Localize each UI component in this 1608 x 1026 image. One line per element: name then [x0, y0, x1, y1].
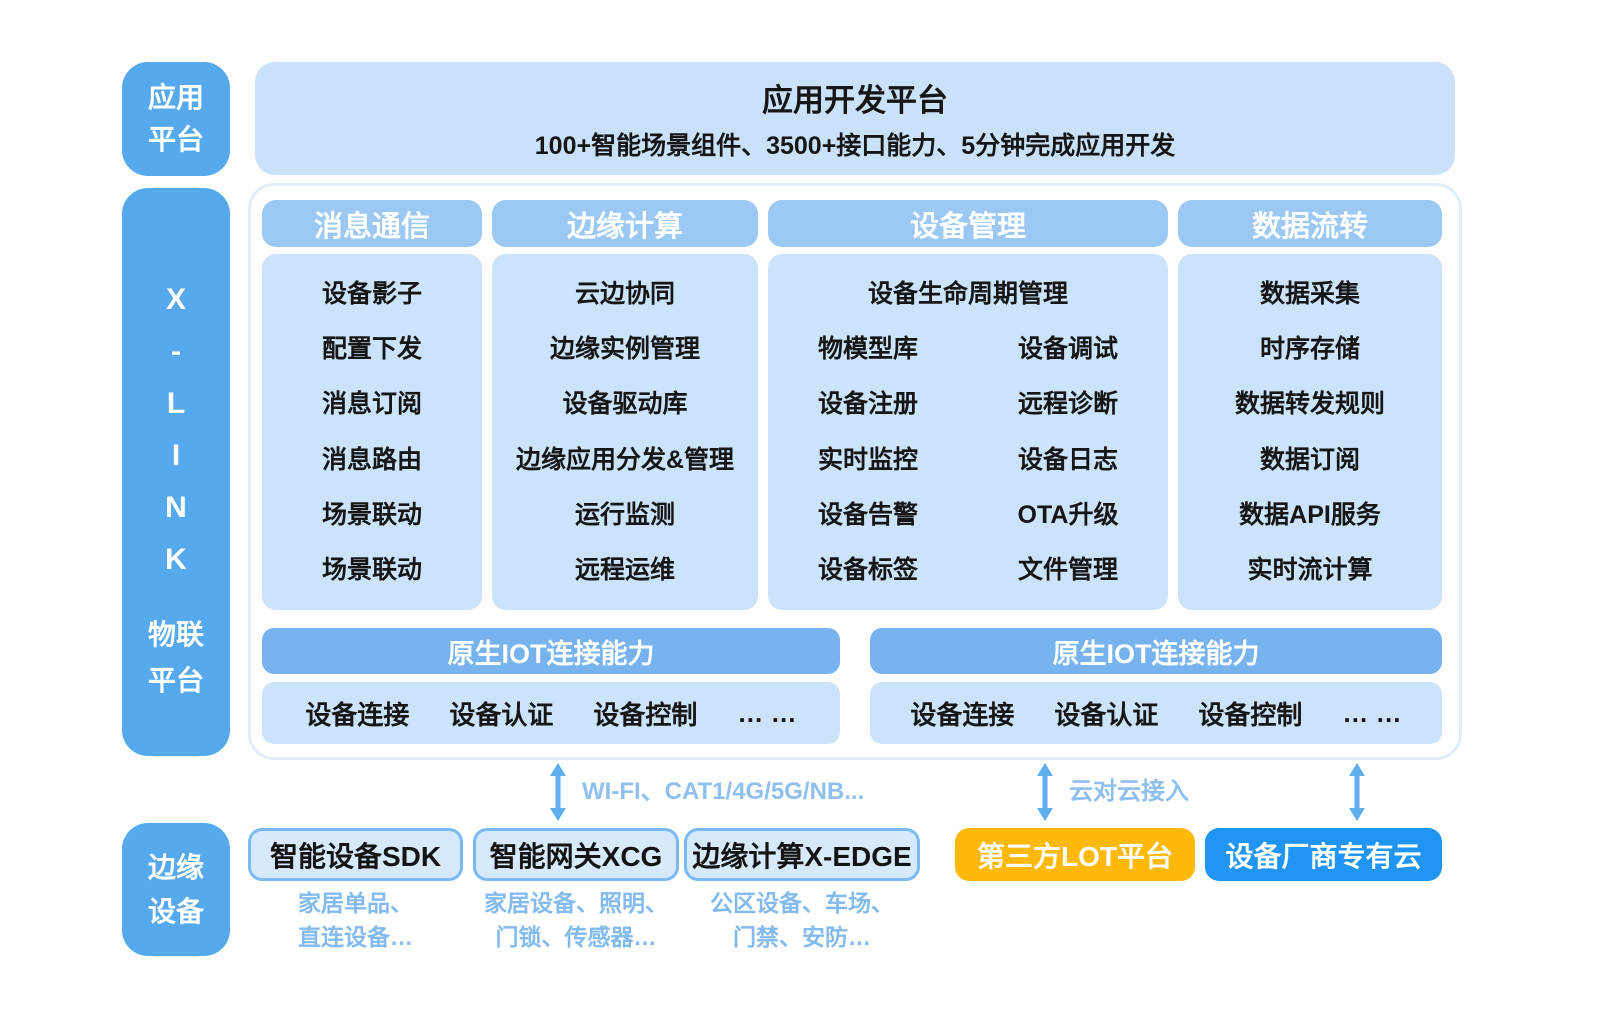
- xlink-letter: I: [171, 439, 181, 472]
- feature-item: 数据订阅: [1259, 445, 1360, 474]
- feature-item: 数据转发规则: [1234, 390, 1385, 419]
- device-caption-gateway: 家居设备、照明、 门锁、传感器…: [473, 886, 679, 954]
- iot-item: 设备认证: [1054, 699, 1159, 730]
- column-header-data: 数据流转: [1178, 200, 1442, 247]
- iot-item: 设备控制: [1198, 699, 1303, 730]
- iot-capability-group-right: 原生IOT连接能力 设备连接 设备认证 设备控制 … …: [870, 628, 1442, 744]
- column-header-message: 消息通信: [262, 200, 482, 247]
- xlink-platform-container: 消息通信 设备影子 配置下发 消息订阅 消息路由 场景联动 场景联动 边缘计算 …: [248, 183, 1462, 760]
- iot-bar-items: 设备连接 设备认证 设备控制 … …: [262, 682, 840, 744]
- rail-xlink-name-line1: 物联: [147, 619, 204, 650]
- feature-item: 云边协同: [574, 280, 675, 309]
- iot-item: 设备认证: [449, 699, 554, 730]
- xlink-letter: N: [165, 491, 187, 524]
- feature-item: 消息路由: [321, 445, 422, 474]
- connection-label-wifi: WI-FI、CAT1/4G/5G/NB...: [582, 778, 865, 805]
- banner-title: 应用开发平台: [762, 83, 948, 118]
- column-device-management: 设备管理 设备生命周期管理 物模型库 设备调试 设备注册 远程诊断 实时监控 设…: [768, 200, 1168, 610]
- updown-arrow-icon: [1349, 763, 1365, 821]
- feature-item: 消息订阅: [321, 390, 422, 419]
- feature-row: 设备标签 文件管理: [768, 555, 1168, 585]
- updown-arrow-icon: [1037, 763, 1053, 821]
- feature-row: 物模型库 设备调试: [768, 334, 1168, 364]
- rail-xlink-name: 物联 平台: [148, 612, 204, 704]
- feature-item: 边缘实例管理: [549, 335, 700, 364]
- caption-line: 直连设备…: [298, 924, 413, 950]
- xlink-letter: -: [171, 335, 181, 368]
- rail-app-line2: 平台: [147, 124, 204, 155]
- feature-row: 设备注册 远程诊断: [768, 389, 1168, 419]
- feature-item: 远程运维: [574, 555, 675, 584]
- feature-row: 实时监控 设备日志: [768, 445, 1168, 475]
- feature-item: 设备标签: [817, 555, 918, 584]
- iot-item: 设备连接: [305, 699, 410, 730]
- feature-item: 物模型库: [817, 335, 918, 364]
- iot-capability-group-left: 原生IOT连接能力 设备连接 设备认证 设备控制 … …: [262, 628, 840, 744]
- xlink-letter: K: [165, 543, 187, 576]
- feature-item: 设备注册: [817, 390, 918, 419]
- iot-bar-items: 设备连接 设备认证 设备控制 … …: [870, 682, 1442, 744]
- column-panel-edge: 云边协同 边缘实例管理 设备驱动库 边缘应用分发&管理 运行监测 远程运维: [492, 254, 758, 610]
- feature-item: 远程诊断: [1017, 390, 1118, 419]
- iot-item-ellipsis: … …: [1342, 697, 1402, 728]
- device-caption-sdk: 家居单品、 直连设备…: [248, 886, 463, 954]
- column-edge-computing: 边缘计算 云边协同 边缘实例管理 设备驱动库 边缘应用分发&管理 运行监测 远程…: [492, 200, 758, 610]
- updown-arrow-icon: [550, 763, 566, 821]
- device-caption-x-edge: 公区设备、车场、 门禁、安防…: [684, 886, 920, 954]
- feature-item: 场景联动: [321, 555, 422, 584]
- feature-item: 设备告警: [817, 500, 918, 529]
- feature-item: 运行监测: [574, 500, 675, 529]
- connection-label-cloud: 云对云接入: [1069, 778, 1189, 805]
- feature-item: 实时流计算: [1247, 555, 1373, 584]
- column-panel-data: 数据采集 时序存储 数据转发规则 数据订阅 数据API服务 实时流计算: [1178, 254, 1442, 610]
- feature-item: 设备日志: [1017, 445, 1118, 474]
- feature-item: 设备影子: [321, 280, 422, 309]
- caption-line: 门锁、传感器…: [495, 924, 657, 950]
- xlink-letter: X: [165, 283, 186, 316]
- column-message-communication: 消息通信 设备影子 配置下发 消息订阅 消息路由 场景联动 场景联动: [262, 200, 482, 610]
- iot-bar-header: 原生IOT连接能力: [262, 628, 840, 674]
- iot-bar-header: 原生IOT连接能力: [870, 628, 1442, 674]
- feature-item: 设备调试: [1017, 335, 1118, 364]
- caption-line: 家居单品、: [298, 890, 413, 916]
- feature-item: 场景联动: [321, 500, 422, 529]
- caption-line: 门禁、安防…: [733, 924, 871, 950]
- rail-edge-line1: 边缘: [147, 851, 204, 883]
- rail-xlink-name-line2: 平台: [147, 665, 204, 696]
- device-box-thirdparty-lot: 第三方LOT平台: [955, 828, 1195, 881]
- feature-item: 设备生命周期管理: [867, 280, 1068, 309]
- column-header-device: 设备管理: [768, 200, 1168, 247]
- caption-line: 公区设备、车场、: [710, 890, 894, 916]
- banner-subtitle: 100+智能场景组件、3500+接口能力、5分钟完成应用开发: [534, 132, 1176, 160]
- feature-item: 文件管理: [1017, 555, 1118, 584]
- caption-line: 家居设备、照明、: [484, 890, 668, 916]
- iot-item: 设备连接: [910, 699, 1015, 730]
- device-box-sdk: 智能设备SDK: [248, 828, 463, 881]
- feature-item: OTA升级: [1017, 500, 1119, 529]
- feature-item: 时序存储: [1259, 335, 1360, 364]
- xlink-letter: L: [166, 387, 186, 420]
- feature-item: 数据API服务: [1239, 500, 1381, 529]
- column-panel-message: 设备影子 配置下发 消息订阅 消息路由 场景联动 场景联动: [262, 254, 482, 610]
- feature-item: 数据采集: [1259, 280, 1360, 309]
- feature-row: 设备告警 OTA升级: [768, 500, 1168, 530]
- rail-edge-devices: 边缘 设备: [122, 823, 230, 956]
- device-box-x-edge: 边缘计算X-EDGE: [684, 828, 920, 881]
- feature-item: 实时监控: [817, 445, 918, 474]
- rail-edge-line2: 设备: [147, 895, 204, 927]
- feature-item: 设备驱动库: [562, 390, 688, 419]
- iot-item: 设备控制: [593, 699, 698, 730]
- iot-item-ellipsis: … …: [737, 697, 797, 728]
- column-header-edge: 边缘计算: [492, 200, 758, 247]
- device-box-gateway-xcg: 智能网关XCG: [473, 828, 679, 881]
- column-data-flow: 数据流转 数据采集 时序存储 数据转发规则 数据订阅 数据API服务 实时流计算: [1178, 200, 1442, 610]
- device-box-vendor-cloud: 设备厂商专有云: [1205, 828, 1442, 881]
- app-dev-platform-banner: 应用开发平台 100+智能场景组件、3500+接口能力、5分钟完成应用开发: [255, 62, 1455, 175]
- feature-item: 配置下发: [321, 335, 422, 364]
- column-panel-device: 设备生命周期管理 物模型库 设备调试 设备注册 远程诊断 实时监控 设备日志 设…: [768, 254, 1168, 610]
- rail-xlink-platform: X - L I N K 物联 平台: [122, 188, 230, 756]
- rail-app-platform: 应用 平台: [122, 62, 230, 176]
- feature-item: 边缘应用分发&管理: [515, 445, 735, 474]
- rail-app-line1: 应用: [147, 82, 204, 113]
